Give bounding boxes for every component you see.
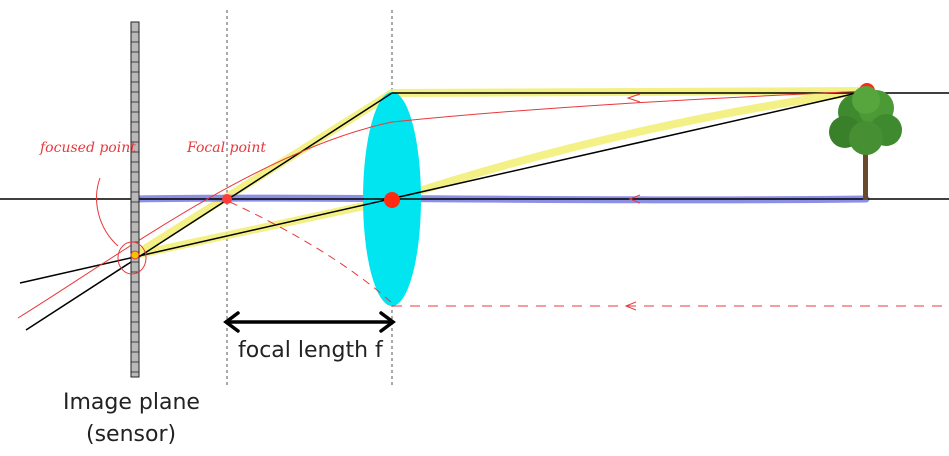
focal-length-label: focal length f [238, 338, 384, 363]
black-rays [19, 90, 867, 331]
focused-point-label: focused point [39, 140, 136, 156]
image-plane-label: Image plane [63, 390, 200, 415]
tree-icon [829, 86, 902, 200]
lens-center-point [384, 192, 400, 208]
focal-point-marker [222, 194, 232, 204]
sensor-label: (sensor) [86, 422, 176, 447]
focal-point-label: Focal point [186, 140, 266, 156]
focused-point-marker [130, 250, 140, 260]
focused-point-circle [117, 241, 147, 275]
red-annotation-rays [17, 90, 949, 319]
focused-point-arrow [96, 177, 119, 247]
focal-length-arrow [223, 311, 396, 333]
image-plane-sensor [130, 21, 140, 378]
